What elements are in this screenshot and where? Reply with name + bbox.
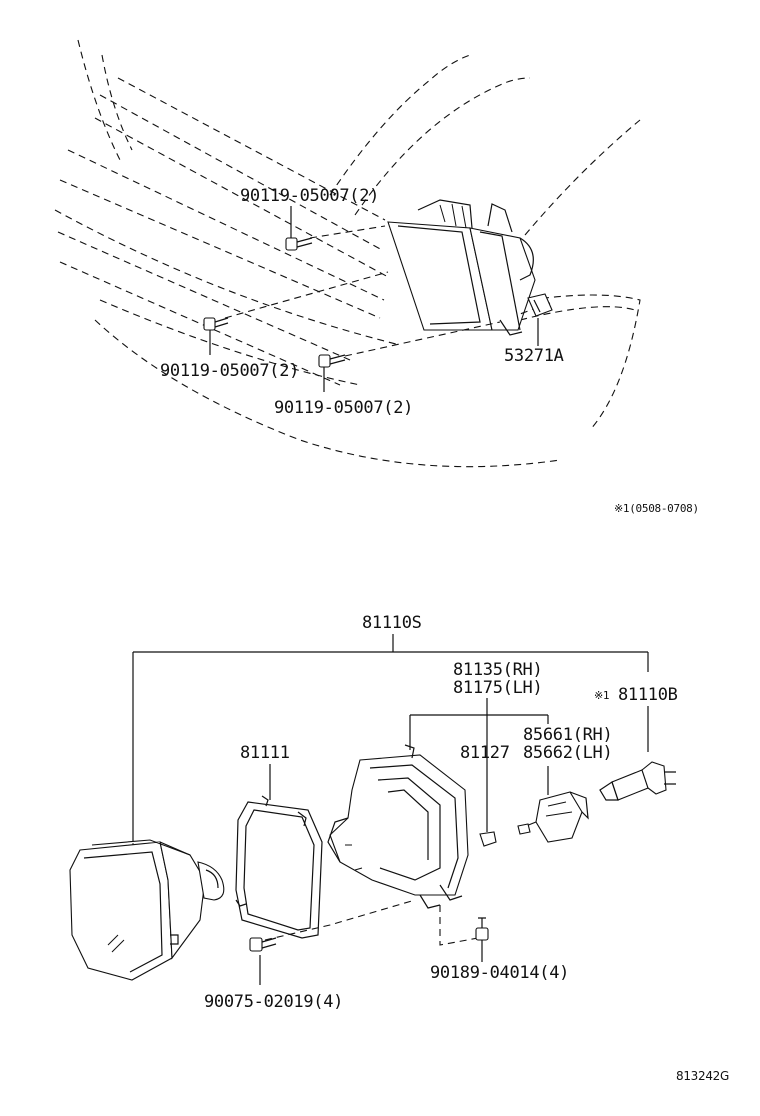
bolt-icon-top [285,237,313,251]
nut-81127-label: 81127 [460,743,510,763]
adjuster-53271A-label: 53271A [504,346,564,366]
bolt-bottom-label: 90119-05007(2) [274,398,414,418]
screw-label: 90075-02019(4) [204,992,344,1012]
retaining-ring-81111 [235,795,323,939]
bulb-mark-label: ※1 [594,689,610,702]
period-note-label: ※1(0508-0708) [614,502,699,515]
assembly-81110S-label: 81110S [362,613,422,633]
mounting-bolts-upper [203,206,553,392]
adjuster-85661 [517,791,589,843]
retaining-ring-81111-label: 81111 [240,743,290,763]
adjuster-rh-label: 85661(RH) [523,725,613,745]
assembly-bracket-lines [132,634,649,985]
bolt-icon-bottom [318,354,346,368]
bulb-81110B [599,761,676,801]
housing-lh-label: 81175(LH) [453,678,543,698]
nut-icon [479,831,497,847]
headlamp-housing-81135 [327,744,469,909]
flange-bolt-icon [475,917,489,941]
headlamp-unit-upper [387,199,536,336]
bolt-90189-label: 90189-04014(4) [430,963,570,983]
bolt-left-label: 90119-05007(2) [160,361,300,381]
bolt-top-label: 90119-05007(2) [240,186,380,206]
screw-and-bolt-attachments [249,831,497,952]
bulb-81110B-label: 81110B [618,685,678,705]
diagram-code: 813242G [676,1069,730,1083]
vehicle-body-outline [54,39,641,468]
adjuster-clip-icon [527,293,553,317]
adjuster-lh-label: 85662(LH) [523,743,613,763]
bolt-icon-left [203,317,229,331]
screw-icon [249,937,277,952]
headlamp-lens-assembly [69,839,225,981]
housing-rh-label: 81135(RH) [453,660,543,680]
